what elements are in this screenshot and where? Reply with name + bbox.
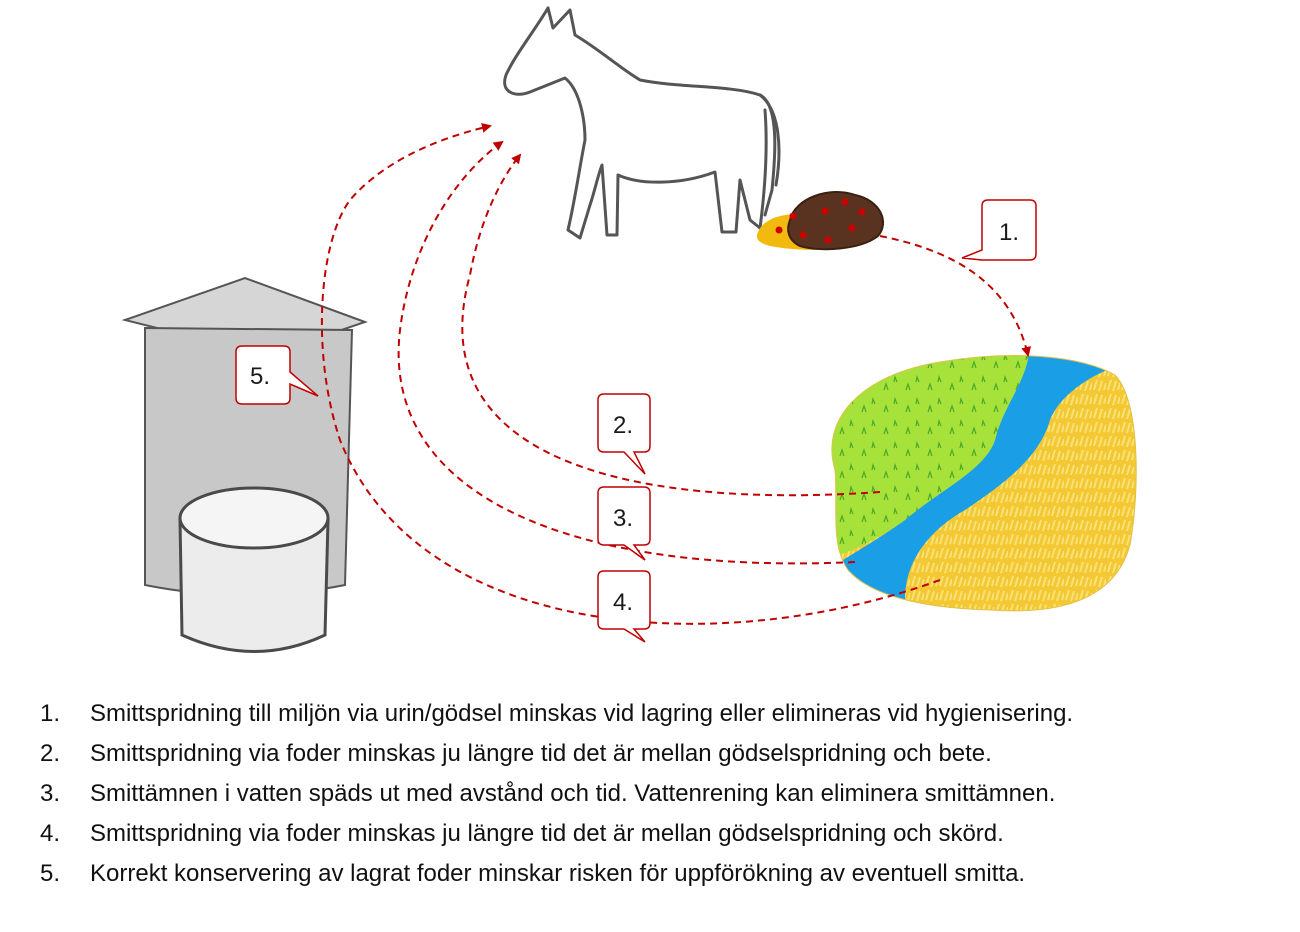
legend-number: 3. bbox=[40, 780, 61, 807]
callout-1: 1. bbox=[961, 199, 1037, 261]
callout-5: 5. bbox=[235, 345, 319, 405]
arrow-crop-to-horse bbox=[320, 122, 941, 625]
legend-number: 5. bbox=[40, 860, 61, 887]
manure-pile bbox=[756, 191, 884, 251]
callout-4: 4. bbox=[597, 570, 651, 643]
diagram-canvas: 1. 2. 3. 4. 5. bbox=[121, 6, 1137, 653]
callout-2-label: 2. bbox=[613, 412, 633, 439]
legend-text: Smittspridning till miljön via urin/göds… bbox=[90, 700, 1074, 727]
legend-item: 1. Smittspridning till miljön via urin/gö… bbox=[40, 694, 1280, 734]
callout-1-label: 1. bbox=[999, 219, 1019, 246]
legend-item: 5. Korrekt konservering av lagrat foder m… bbox=[40, 854, 1280, 894]
callout-3: 3. bbox=[597, 486, 651, 561]
round-bale bbox=[178, 486, 330, 653]
water-stream bbox=[831, 355, 1120, 600]
legend-list: 1. Smittspridning till miljön via urin/gö… bbox=[40, 694, 1280, 894]
arrow-water-to-horse bbox=[397, 140, 856, 565]
callout-3-label: 3. bbox=[613, 505, 633, 532]
arrow-pasture-to-horse bbox=[461, 153, 881, 497]
callout-4-label: 4. bbox=[613, 589, 633, 616]
legend-text: Smittämnen i vatten späds ut med avstånd… bbox=[90, 780, 1056, 807]
callout-2: 2. bbox=[597, 393, 651, 475]
legend-number: 4. bbox=[40, 820, 61, 847]
pasture-area bbox=[831, 355, 1030, 560]
field-illustration bbox=[831, 355, 1137, 612]
legend-item: 3. Smittämnen i vatten späds ut med avstå… bbox=[40, 774, 1280, 814]
legend-number: 2. bbox=[40, 740, 61, 767]
legend-item: 4. Smittspridning via foder minskas ju lä… bbox=[40, 814, 1280, 854]
arrow-manure-to-field bbox=[879, 235, 1031, 357]
legend-text: Smittspridning via foder minskas ju läng… bbox=[90, 740, 992, 767]
legend-item: 2. Smittspridning via foder minskas ju lä… bbox=[40, 734, 1280, 774]
legend-text: Smittspridning via foder minskas ju läng… bbox=[90, 820, 1004, 847]
legend-text: Korrekt konservering av lagrat foder min… bbox=[90, 860, 1026, 887]
horse-illustration bbox=[503, 6, 781, 240]
callout-5-label: 5. bbox=[250, 363, 270, 390]
legend-number: 1. bbox=[40, 700, 61, 727]
